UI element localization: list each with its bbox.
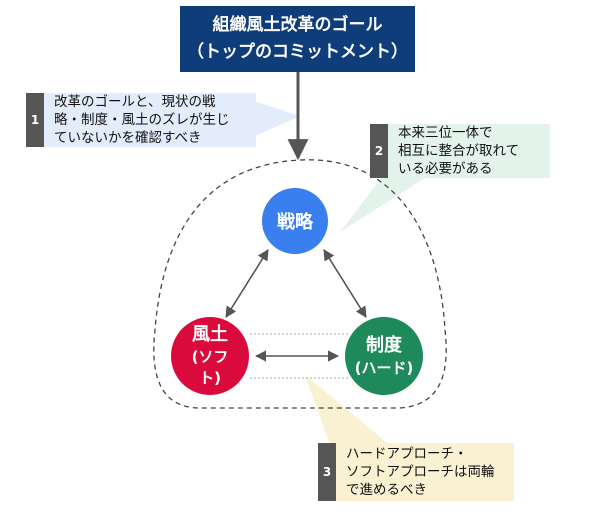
callout-3-number: 3 (318, 443, 336, 501)
node-system: 制度 (ハード) (345, 317, 423, 395)
callout-3-line: で進めるべき (346, 482, 427, 498)
callout-1-line: 略・制度・風土のズレが生じ (54, 112, 230, 128)
boundary-dashed-outline (153, 159, 447, 409)
callout-2-text: 本来三位一体で 相互に整合が取れて いる必要がある (398, 124, 519, 178)
callout-3-text: ハードアプローチ・ ソフトアプローチは両輪 で進めるべき (346, 445, 495, 499)
callout-1-number: 1 (26, 93, 44, 147)
callout-1-line: 改革のゴールと、現状の戦 (54, 94, 216, 110)
node-strategy-label: 戦略 (277, 212, 313, 233)
callout-3-tail (305, 375, 390, 445)
node-culture: 風土 (ソフ ト) (171, 317, 249, 395)
arrow-strategy-system (323, 249, 367, 318)
callout-2: 2 本来三位一体で 相互に整合が取れて いる必要がある (370, 124, 550, 178)
goal-title-box: 組織風土改革のゴール （トップのコミットメント） (180, 6, 415, 72)
callout-1-line: ていないかを確認すべき (54, 130, 202, 146)
callout-3: 3 ハードアプローチ・ ソフトアプローチは両輪 で進めるべき (318, 443, 514, 501)
node-culture-sub: ト) (199, 369, 221, 387)
node-system-sub: (ハード) (354, 358, 414, 377)
callout-2-tail (340, 160, 425, 232)
node-culture-sub: (ソフ (191, 348, 229, 366)
callout-1: 1 改革のゴールと、現状の戦 略・制度・風土のズレが生じ ていないかを確認すべき (26, 93, 256, 147)
callout-2-line: いる必要がある (398, 161, 493, 177)
arrow-strategy-culture (225, 249, 269, 318)
goal-title-line2: （トップのコミットメント） (187, 42, 408, 62)
callout-2-number: 2 (370, 124, 388, 178)
goal-title-line1: 組織風土改革のゴール (212, 15, 383, 35)
callout-2-line: 本来三位一体で (398, 125, 493, 141)
callout-1-text: 改革のゴールと、現状の戦 略・制度・風土のズレが生じ ていないかを確認すべき (54, 93, 230, 147)
callout-3-line: ハードアプローチ・ (346, 446, 468, 462)
node-culture-label: 風土 (192, 324, 228, 345)
callout-3-line: ソフトアプローチは両輪 (346, 464, 495, 480)
node-system-label: 制度 (366, 334, 402, 356)
callout-2-line: 相互に整合が取れて (398, 143, 520, 159)
node-strategy: 戦略 (262, 188, 328, 254)
